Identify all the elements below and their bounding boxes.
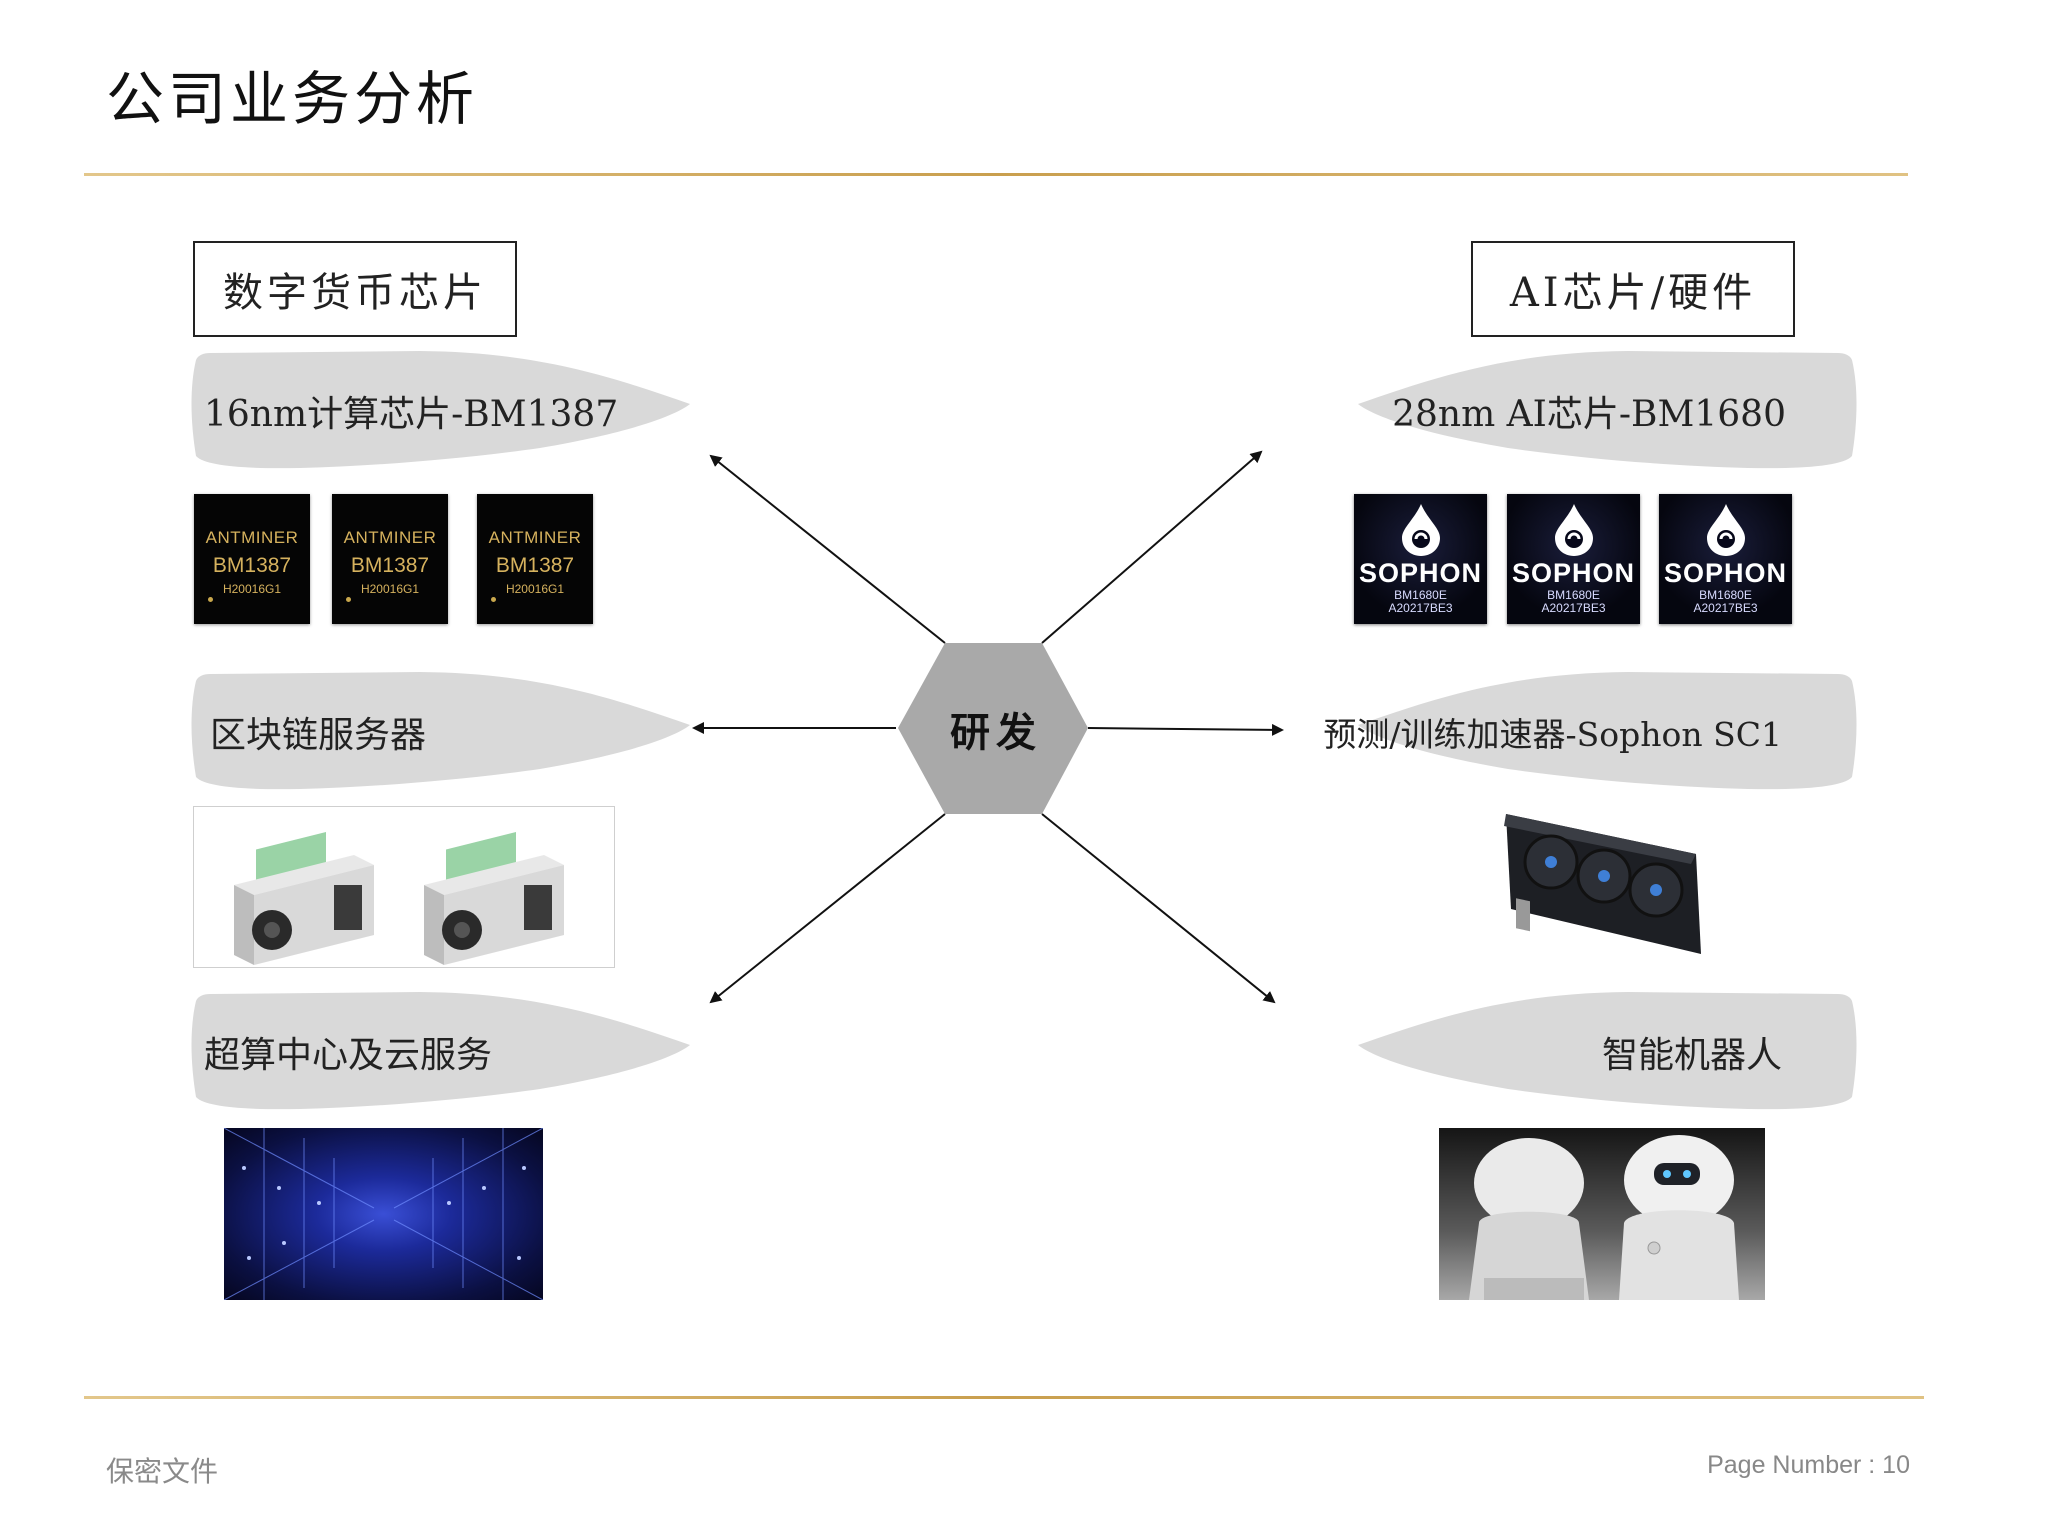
server-unit (234, 832, 374, 965)
left-item-shape-1 (191, 351, 690, 469)
chip-brand: SOPHON (1511, 558, 1636, 588)
chip-code: A20217BE3 (1388, 601, 1453, 615)
right-item-label: 智能机器人 (1601, 1035, 1782, 1076)
arrow-lower-left (709, 813, 946, 1004)
sophon-logo-icon (1401, 504, 1440, 556)
chip-code: A20217BE3 (1693, 601, 1758, 615)
chip-code: H20016G1 (505, 582, 565, 596)
left-item-shape-3 (191, 992, 690, 1110)
confidential-label: 保密文件 (106, 1455, 219, 1488)
arrow-upper-left (709, 454, 946, 644)
left-item-2: 区块链服务器 (196, 674, 676, 790)
left-heading: 数字货币芯片 (193, 241, 517, 337)
right-item-2: 预测/训练加速器-Sophon SC1 (1308, 674, 1792, 790)
center-hexagon (898, 643, 1088, 814)
data-center-image (224, 1128, 543, 1300)
sophon-chip-image: SOPHON BM1680E A20217BE3 (1659, 494, 1792, 624)
chip-code: H20016G1 (360, 582, 420, 596)
right-item-shape-3 (1358, 992, 1857, 1110)
chip-code: A20217BE3 (1541, 601, 1606, 615)
right-item-label: 预测/训练加速器-Sophon SC1 (1323, 715, 1782, 754)
arrow-right (1087, 723, 1284, 736)
robot-image (1439, 1128, 1765, 1300)
sophon-logo-icon (1706, 504, 1745, 556)
chip-model: BM1680E (1547, 588, 1600, 602)
antminer-chip-image: ANTMINER BM1387 H20016G1 (477, 494, 593, 624)
chip-brand: SOPHON (1358, 558, 1483, 588)
page-title: 公司业务分析 (106, 65, 479, 133)
left-item-shape-2 (191, 672, 690, 790)
left-item-label: 16nm计算芯片-BM1387 (204, 394, 619, 435)
robot-left (1469, 1138, 1589, 1300)
chip-brand: ANTMINER (488, 528, 582, 547)
right-item-1: 28nm AI芯片-BM1680 (1308, 353, 1792, 469)
chip-brand: ANTMINER (205, 528, 299, 547)
chip-brand: ANTMINER (343, 528, 437, 547)
chip-model: BM1387 (350, 554, 430, 577)
antminer-chip-image: ANTMINER BM1387 H20016G1 (332, 494, 448, 624)
arrow-lower-right (1041, 813, 1276, 1004)
sophon-chip-image: SOPHON BM1680E A20217BE3 (1507, 494, 1640, 624)
blockchain-server-image (193, 806, 615, 968)
footer-divider (84, 1396, 1924, 1399)
right-item-3: 智能机器人 (1308, 994, 1792, 1110)
chip-code: H20016G1 (222, 582, 282, 596)
chip-model: BM1387 (495, 554, 575, 577)
left-item-3: 超算中心及云服务 (196, 994, 676, 1110)
chip-model: BM1387 (212, 554, 292, 577)
chip-model: BM1680E (1699, 588, 1752, 602)
robot-right (1619, 1135, 1739, 1300)
antminer-chip-image: ANTMINER BM1387 H20016G1 (194, 494, 310, 624)
left-item-label: 超算中心及云服务 (204, 1035, 493, 1076)
arrow-upper-right (1041, 450, 1263, 644)
chip-model: BM1680E (1394, 588, 1447, 602)
sophon-chip-image: SOPHON BM1680E A20217BE3 (1354, 494, 1487, 624)
accelerator-card-image (1496, 804, 1711, 968)
right-heading: AI芯片/硬件 (1471, 241, 1795, 337)
left-item-1: 16nm计算芯片-BM1387 (196, 353, 676, 469)
center-label: 研发 (950, 709, 1042, 756)
right-item-shape-1 (1358, 351, 1857, 469)
right-item-label: 28nm AI芯片-BM1680 (1392, 394, 1786, 435)
server-unit (424, 832, 564, 965)
page-number: Page Number : 10 (1707, 1451, 1910, 1479)
right-item-shape-2 (1358, 672, 1857, 790)
sophon-logo-icon (1554, 504, 1593, 556)
chip-brand: SOPHON (1663, 558, 1788, 588)
left-item-label: 区块链服务器 (210, 715, 427, 756)
title-divider (84, 173, 1908, 176)
